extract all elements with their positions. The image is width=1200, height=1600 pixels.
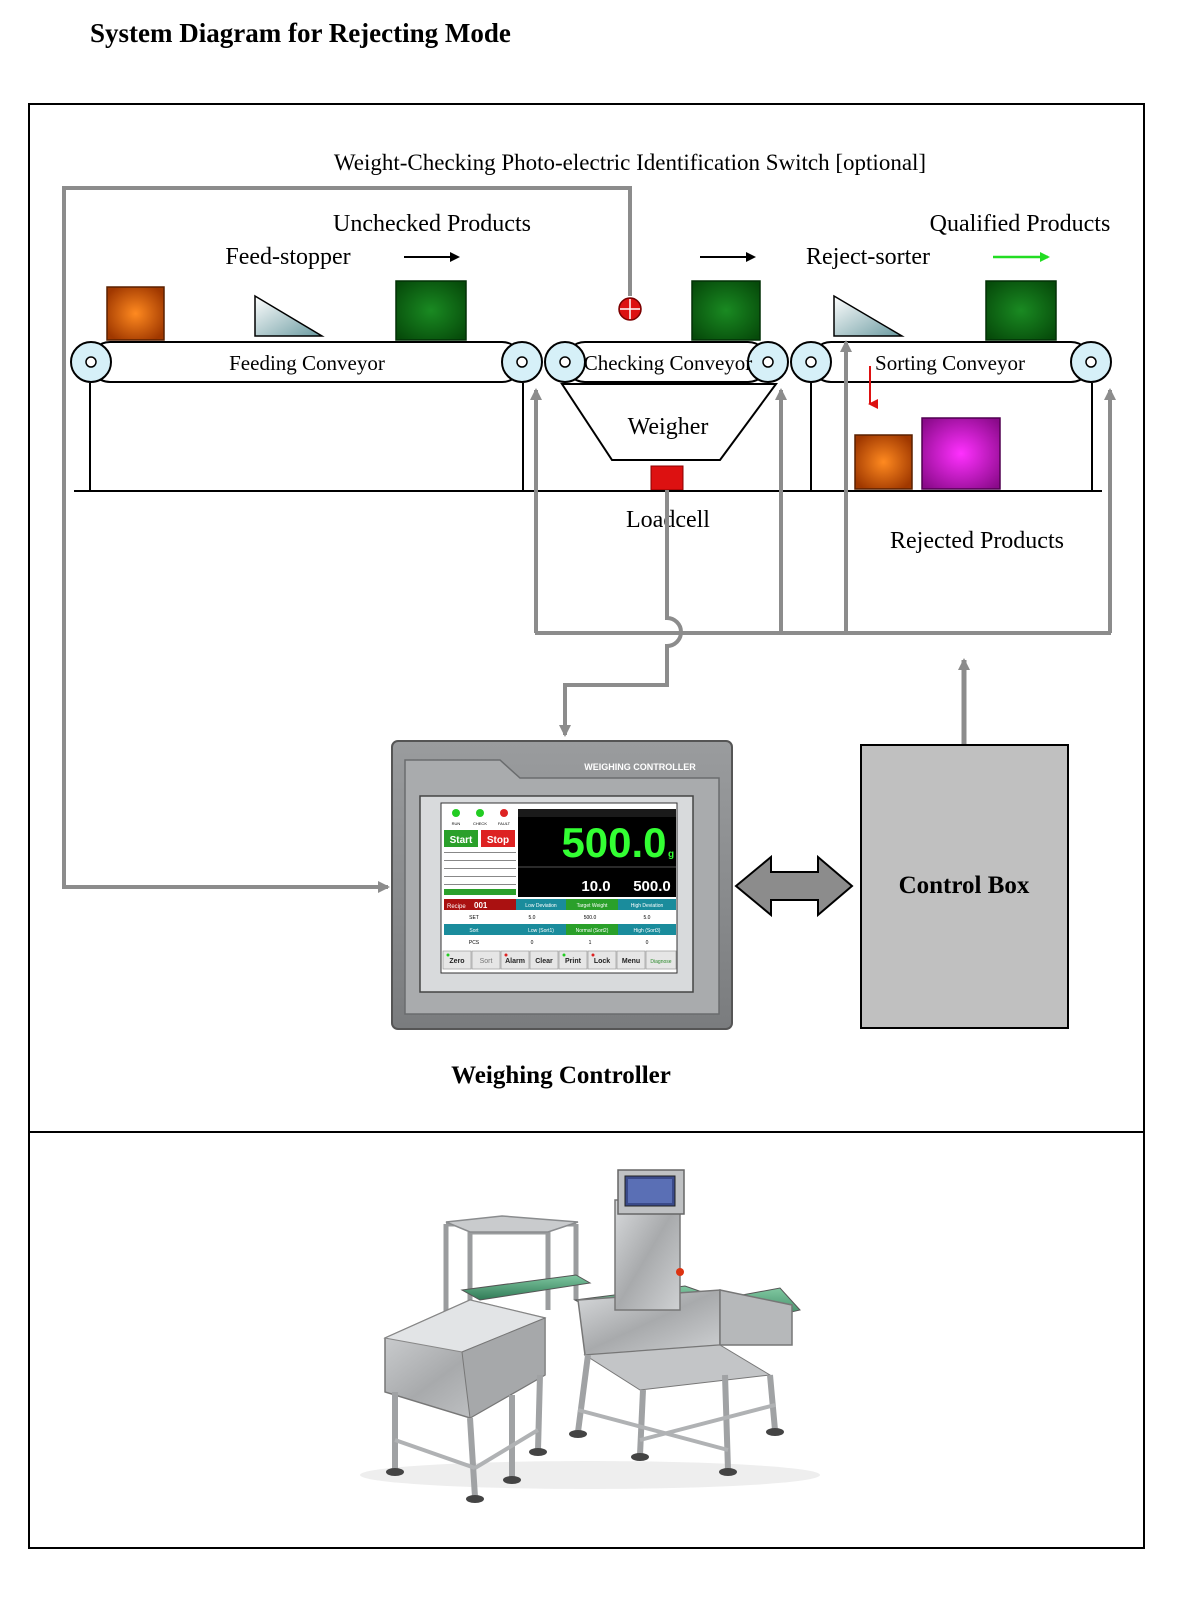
reject-sorter-label: Reject-sorter: [806, 244, 930, 270]
control-box-label: Control Box: [899, 872, 1030, 899]
roller-icon: [544, 341, 586, 383]
unchecked-products-label: Unchecked Products: [333, 211, 531, 237]
control-bus-wires: [530, 340, 1116, 635]
roller-icon: [790, 341, 832, 383]
status-fault-label: FAULT: [498, 821, 511, 826]
sort-label: Sort: [469, 928, 479, 934]
feed-stopper-label: Feed-stopper: [225, 244, 350, 270]
main-weight-readout: 500.0: [561, 819, 666, 866]
loadcell-icon: [650, 465, 684, 491]
photo-panel: [28, 1131, 1145, 1549]
roller-icon: [501, 341, 543, 383]
checkweigher-machine-photo: [360, 1169, 820, 1503]
reject-sorter-icon: [833, 294, 905, 337]
set-value: 5.0: [529, 915, 536, 921]
set-label: SET: [469, 915, 479, 921]
rejected-orange-product: [854, 434, 913, 490]
stop-label: Stop: [487, 835, 509, 846]
qualified-products-label: Qualified Products: [930, 211, 1111, 237]
sort-high-header: High (Sort3): [634, 928, 661, 934]
status-run-label: RUN: [452, 821, 461, 826]
communication-arrow: [734, 854, 854, 918]
weighing-controller-label: Weighing Controller: [451, 1062, 671, 1089]
green-product-unchecked: [395, 280, 467, 341]
feed-stopper-icon: [254, 294, 325, 337]
sort-low-header: Low (Sort1): [528, 928, 554, 934]
target-weight-header: Target Weight: [577, 903, 608, 909]
green-product-qualified: [985, 280, 1057, 341]
pcs-label: PCS: [469, 940, 480, 946]
page-title: System Diagram for Rejecting Mode: [90, 18, 511, 48]
sorting-conveyor-label: Sorting Conveyor: [875, 351, 1025, 375]
print-button: Print: [565, 958, 582, 965]
weigher-shape: [560, 383, 778, 461]
recipe-label: Recipe: [447, 904, 466, 910]
low-deviation-header: Low Deviation: [525, 903, 557, 909]
set-value: 500.0: [584, 915, 597, 921]
menu-button: Menu: [622, 958, 640, 965]
rejected-products-label: Rejected Products: [890, 528, 1064, 554]
green-product-checking: [691, 280, 761, 341]
weigher-label: Weigher: [628, 414, 709, 440]
stop-button: [481, 830, 515, 847]
low-value-readout: 10.0: [581, 878, 610, 895]
roller-icon: [70, 341, 112, 383]
feeding-conveyor-label: Feeding Conveyor: [229, 351, 385, 375]
orange-product: [106, 286, 165, 341]
clear-button: Clear: [535, 958, 553, 965]
recipe-value: 001: [474, 901, 488, 910]
alarm-button: Alarm: [505, 958, 525, 965]
rejected-magenta-product: [921, 417, 1001, 490]
photo-switch-wire: [62, 186, 632, 893]
pcs-value: 0: [531, 940, 534, 946]
sort-button: Sort: [480, 958, 493, 965]
target-value-readout: 500.0: [633, 878, 671, 895]
controller-brand-label: WEIGHING CONTROLLER: [584, 762, 696, 772]
pcs-value: 0: [646, 940, 649, 946]
sort-normal-header: Normal (Sort2): [576, 928, 609, 934]
high-deviation-header: High Deviation: [631, 903, 664, 909]
roller-icon: [747, 341, 789, 383]
zero-button: Zero: [449, 958, 464, 965]
weighing-controller-device: WEIGHING CONTROLLER RUN CHECK FAULT Star…: [391, 740, 733, 1030]
start-label: Start: [450, 835, 473, 846]
weight-display: [518, 809, 676, 897]
photo-sensor-icon: [618, 297, 642, 321]
photo-switch-label: Weight-Checking Photo-electric Identific…: [334, 150, 926, 175]
lock-button: Lock: [594, 958, 610, 965]
weight-unit: g: [668, 849, 674, 860]
pcs-value: 1: [589, 940, 592, 946]
checking-conveyor-label: Checking Conveyor: [584, 351, 753, 375]
set-value: 5.0: [644, 915, 651, 921]
loadcell-wire: [559, 490, 683, 737]
roller-icon: [1070, 341, 1112, 383]
start-button: [444, 830, 478, 847]
status-check-label: CHECK: [473, 821, 487, 826]
diagnose-button: Diagnose: [650, 959, 671, 965]
control-box: [860, 744, 1069, 1029]
